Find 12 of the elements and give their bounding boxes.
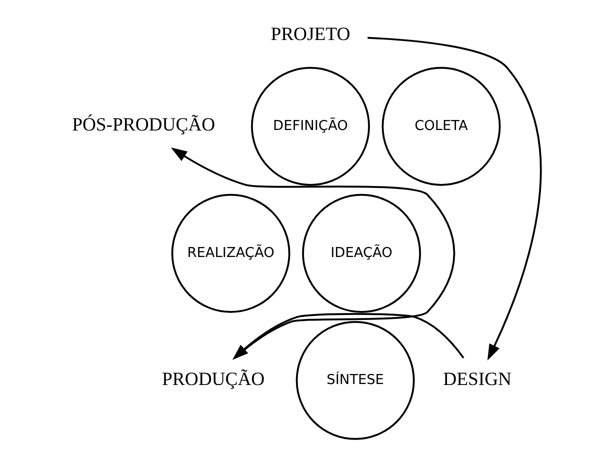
node-circle: IDEAÇÃO bbox=[302, 194, 421, 313]
arrow bbox=[232, 312, 464, 360]
arrow bbox=[368, 36, 542, 360]
node-text: PÓS-PRODUÇÃO bbox=[72, 114, 216, 136]
arrow bbox=[170, 148, 456, 359]
node-text: DESIGN bbox=[443, 368, 512, 390]
node-text: PRODUÇÃO bbox=[162, 368, 265, 390]
node-circle: COLETA bbox=[382, 66, 501, 186]
node-text: PROJETO bbox=[270, 24, 350, 45]
node-circle: REALIZAÇÃO bbox=[171, 194, 290, 313]
node-circle: DEFINIÇÃO bbox=[251, 66, 370, 186]
node-circle: SÍNTESE bbox=[296, 320, 415, 440]
